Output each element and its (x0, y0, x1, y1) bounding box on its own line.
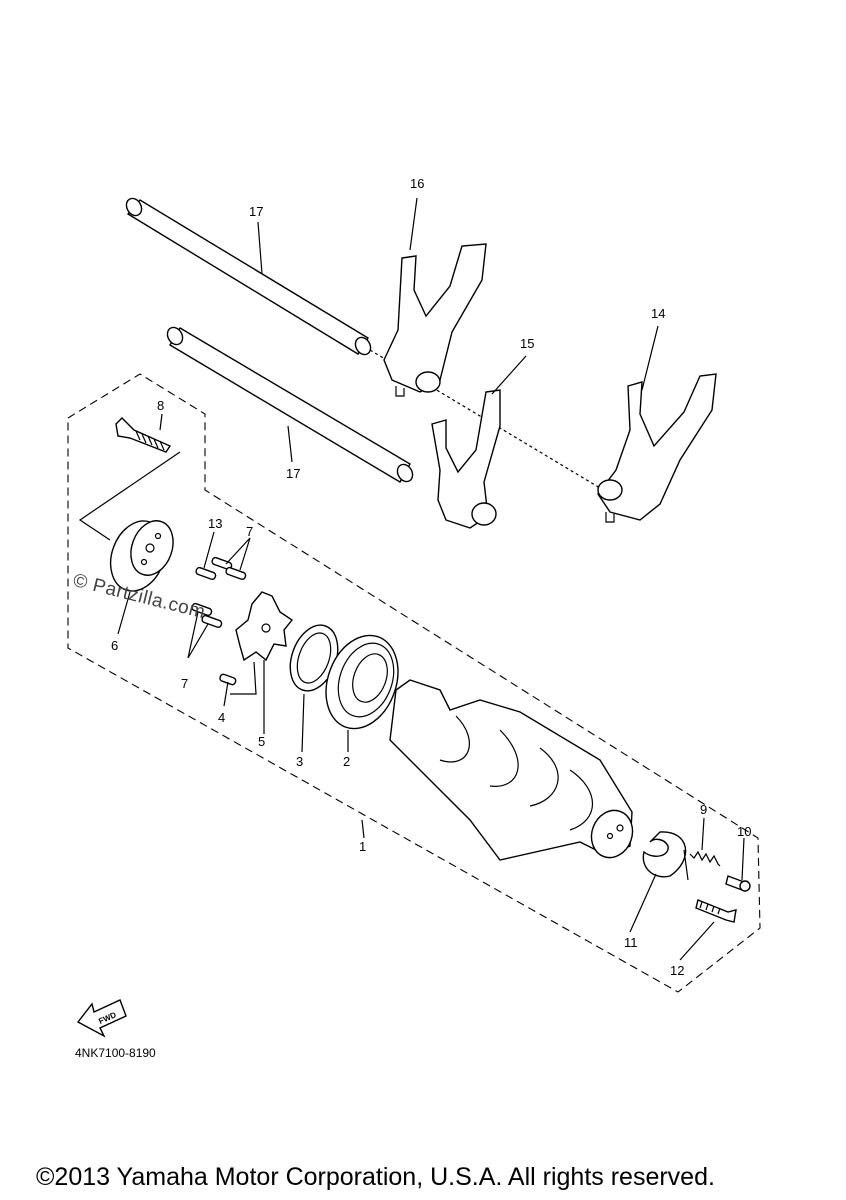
callout-1: 1 (359, 839, 366, 854)
callout-9: 9 (700, 802, 707, 817)
bearing-2 (325, 634, 399, 730)
shift-drum (389, 679, 634, 861)
dowel-pins (191, 556, 247, 686)
fwd-arrow-icon: FWD (76, 999, 127, 1038)
stopper-plate-11 (642, 831, 687, 878)
callout-10: 10 (737, 824, 751, 839)
callout-13: 13 (208, 516, 222, 531)
diagram-code: 4NK7100-8190 (75, 1046, 156, 1060)
callout-6: 6 (111, 638, 118, 653)
callout-12: 12 (670, 963, 684, 978)
callout-7a: 7 (246, 524, 253, 539)
callout-4: 4 (218, 710, 225, 725)
screw-12 (695, 899, 737, 923)
spring-9 (689, 850, 721, 867)
callout-11: 11 (624, 935, 638, 950)
callout-17a: 17 (249, 204, 263, 219)
callout-16: 16 (410, 176, 424, 191)
callout-2: 2 (343, 754, 350, 769)
screw-8 (115, 417, 172, 453)
callout-14: 14 (651, 306, 665, 321)
pin-10 (725, 875, 751, 892)
shift-fork-16 (383, 243, 487, 397)
callout-3: 3 (296, 754, 303, 769)
callout-8: 8 (157, 398, 164, 413)
shift-fork-15 (431, 389, 501, 529)
segment-6 (109, 520, 174, 592)
callout-15: 15 (520, 336, 534, 351)
guide-bar-lower (166, 326, 414, 483)
assembly-boundary (67, 373, 761, 993)
callout-17b: 17 (286, 466, 300, 481)
shift-fork-14 (597, 373, 717, 523)
callout-7b: 7 (181, 676, 188, 691)
star-plate-5 (235, 591, 294, 662)
guide-bar-upper (125, 197, 372, 356)
copyright-notice: ©2013 Yamaha Motor Corporation, U.S.A. A… (36, 1163, 715, 1191)
leader-lines (78, 197, 745, 961)
callout-5: 5 (258, 734, 265, 749)
